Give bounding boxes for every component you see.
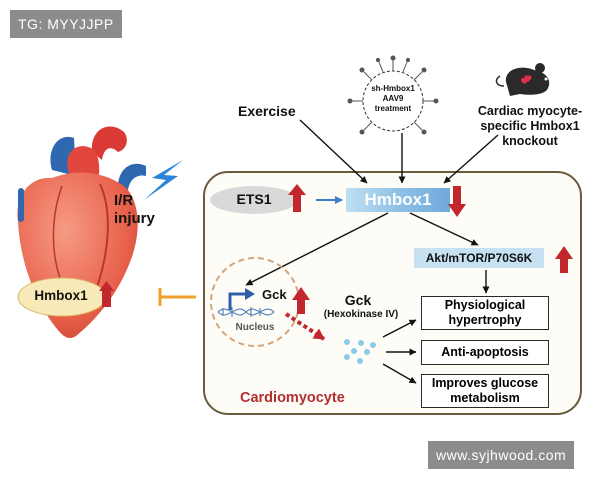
hypertrophy-line-1: Physiological — [444, 298, 526, 312]
label-ir-injury: I/R injury — [114, 192, 174, 228]
knockout-line-1: Cardiac myocyte- — [477, 104, 583, 118]
dna-helix — [217, 307, 275, 317]
glucose-line-1: Improves glucose — [431, 376, 539, 390]
label-gck: Gck — [344, 292, 372, 308]
label-sh-hmbox1-aav9: sh-Hmbox1 AAV9 treatment — [358, 84, 428, 114]
virus-line-3: treatment — [374, 104, 412, 113]
label-cardiac-knockout: Cardiac myocyte- specific Hmbox1 knockou… — [466, 104, 594, 149]
hmbox1-bar — [346, 188, 450, 212]
mouse-icon — [495, 63, 550, 96]
watermark-bottom-right: www.syjhwood.com — [428, 441, 575, 469]
virus-line-1: sh-Hmbox1 — [371, 84, 415, 93]
hypertrophy-line-2: hypertrophy — [448, 313, 522, 327]
label-heart-hmbox1: Hmbox1 — [34, 288, 88, 303]
promoter-arrow-icon — [228, 292, 247, 310]
antiapoptosis-line-1: Anti-apoptosis — [441, 345, 529, 359]
heart-illustration — [17, 126, 146, 338]
up-arrow-icon — [555, 246, 573, 273]
arrow-exercise — [299, 119, 368, 184]
knockout-line-3: knockout — [502, 134, 558, 148]
ir-line-2: injury — [114, 210, 155, 227]
glucose-line-2: metabolism — [450, 391, 520, 405]
label-ets1: ETS1 — [236, 191, 272, 207]
up-arrow-icon — [292, 287, 310, 314]
virus-line-2: AAV9 — [382, 94, 404, 103]
label-hmbox1: Hmbox1 — [364, 190, 432, 209]
label-gck-hexokinase: (Hexokinase IV) — [323, 309, 399, 320]
virus-icon — [347, 55, 439, 135]
arrow-knockout — [443, 134, 499, 184]
watermark-top-left: TG: MYYJJPP — [10, 10, 122, 38]
arrow-nucleus-gck — [284, 312, 326, 341]
label-cardiomyocyte: Cardiomyocyte — [240, 390, 345, 406]
up-arrow-icon — [99, 281, 114, 307]
ets1-oval — [210, 186, 298, 214]
down-arrow-icon — [448, 186, 466, 217]
label-akt-mtor: Akt/mTOR/P70S6K — [425, 251, 533, 265]
label-gck-nucleus: Gck — [262, 287, 287, 302]
outcome-physiological-hypertrophy: Physiological hypertrophy — [421, 296, 549, 330]
inhibition-symbol — [158, 288, 196, 306]
ir-line-1: I/R — [114, 192, 134, 209]
outcome-improves-glucose-metabolism: Improves glucose metabolism — [421, 374, 549, 408]
gck-molecules — [344, 339, 376, 364]
outcome-anti-apoptosis: Anti-apoptosis — [421, 340, 549, 365]
akt-bar — [414, 248, 544, 268]
label-exercise: Exercise — [238, 103, 296, 119]
up-arrow-icon — [288, 184, 306, 212]
arrow-hmbox1-gck — [245, 212, 389, 286]
label-nucleus: Nucleus — [235, 322, 275, 333]
knockout-line-2: specific Hmbox1 — [480, 119, 580, 133]
arrow-hmbox1-akt — [409, 212, 479, 246]
arrow-gck-hypertrophy — [382, 319, 417, 338]
arrow-gck-glucose — [382, 363, 417, 384]
